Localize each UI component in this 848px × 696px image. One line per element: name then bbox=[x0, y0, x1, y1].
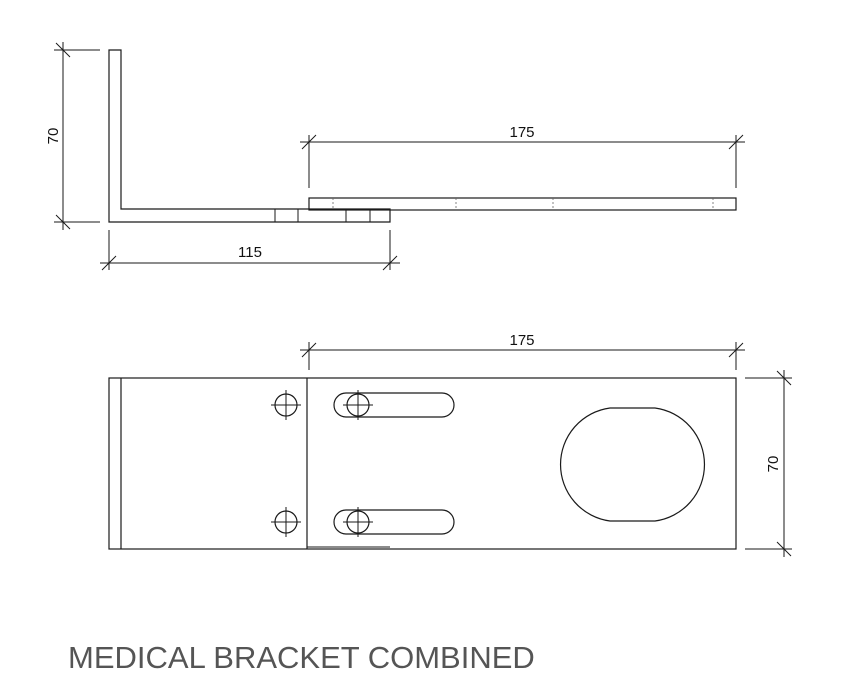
dimension-base-length: 115 bbox=[100, 230, 400, 271]
side-view: 70 115 175 bbox=[45, 42, 745, 271]
slot-bottom bbox=[333, 507, 455, 537]
l-bracket-profile bbox=[108, 49, 391, 223]
dimension-plate-width: 70 bbox=[745, 370, 792, 557]
drawing-title: MEDICAL BRACKET COMBINED bbox=[68, 640, 535, 675]
dimension-plate-length-side-label: 175 bbox=[509, 124, 534, 141]
oval-cutout bbox=[560, 407, 705, 522]
round-hole-bottom bbox=[271, 507, 301, 537]
top-view: 175 70 bbox=[108, 332, 792, 557]
slot-top bbox=[333, 390, 455, 420]
dimension-height-label: 70 bbox=[45, 128, 62, 145]
dimension-base-length-label: 115 bbox=[238, 244, 262, 261]
dimension-plate-length-top: 175 bbox=[300, 332, 745, 370]
dimension-plate-length-side: 175 bbox=[300, 124, 745, 188]
plate-profile bbox=[308, 197, 737, 211]
dimension-plate-length-top-label: 175 bbox=[509, 332, 534, 349]
dimension-height: 70 bbox=[45, 42, 100, 230]
dimension-plate-width-label: 70 bbox=[765, 456, 782, 473]
top-view-outline bbox=[108, 377, 737, 550]
round-hole-top bbox=[271, 390, 301, 420]
